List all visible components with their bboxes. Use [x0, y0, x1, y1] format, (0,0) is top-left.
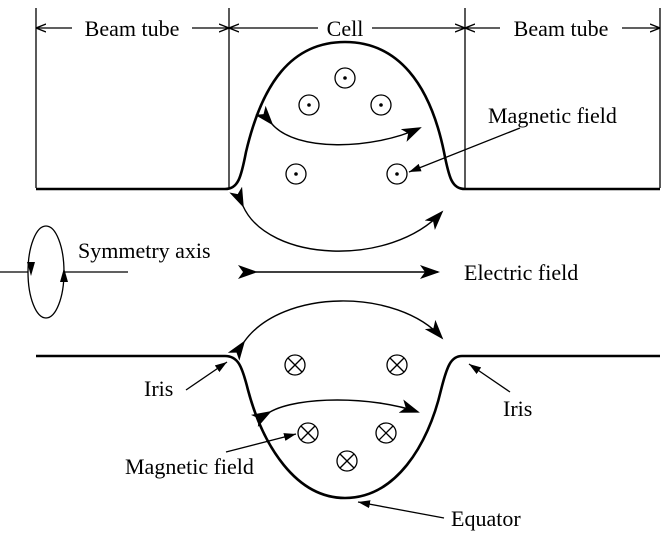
cross-circle-symbol [336, 450, 358, 472]
symmetry-axis-label: Symmetry axis [78, 238, 211, 263]
cavity-lower-wall [36, 354, 660, 500]
beam-tube-right-label: Beam tube [514, 16, 609, 41]
magnetic-field-out-symbols [285, 67, 408, 185]
equator-leader [357, 500, 445, 519]
dot-circle-symbol [370, 94, 392, 116]
dot-circle-symbol [285, 163, 307, 185]
field-line-lower-middle-arc [227, 300, 444, 361]
cross-circle-symbol [297, 422, 319, 444]
magnetic-field-top-leader [408, 127, 521, 173]
dot-circle-symbol [386, 163, 408, 185]
iris-right-label: Iris [503, 396, 532, 421]
cross-circle-symbol [284, 354, 306, 376]
iris-left-label: Iris [144, 376, 173, 401]
magnetic-field-top-label: Magnetic field [488, 103, 617, 128]
iris-left-leader [185, 361, 228, 391]
electric-field-label: Electric field [464, 260, 578, 285]
equator-label: Equator [451, 506, 521, 531]
magnetic-field-bottom-leader [225, 433, 297, 453]
cell-label: Cell [327, 16, 364, 41]
dot-circle-symbol [334, 67, 356, 89]
field-line-upper-middle-arc [229, 186, 444, 252]
cross-circle-symbol [386, 354, 408, 376]
cross-circle-symbol [375, 422, 397, 444]
magnetic-field-bottom-label: Magnetic field [125, 454, 254, 479]
cavity-upper-wall [36, 40, 660, 191]
magnetic-field-in-symbols [284, 354, 408, 472]
beam-tube-left-label: Beam tube [85, 16, 180, 41]
dot-circle-symbol [298, 94, 320, 116]
iris-right-leader [468, 363, 511, 393]
symmetry-axis-symbol [0, 225, 128, 319]
field-line-lower-arc [250, 399, 420, 427]
field-line-upper-arc [254, 105, 422, 146]
